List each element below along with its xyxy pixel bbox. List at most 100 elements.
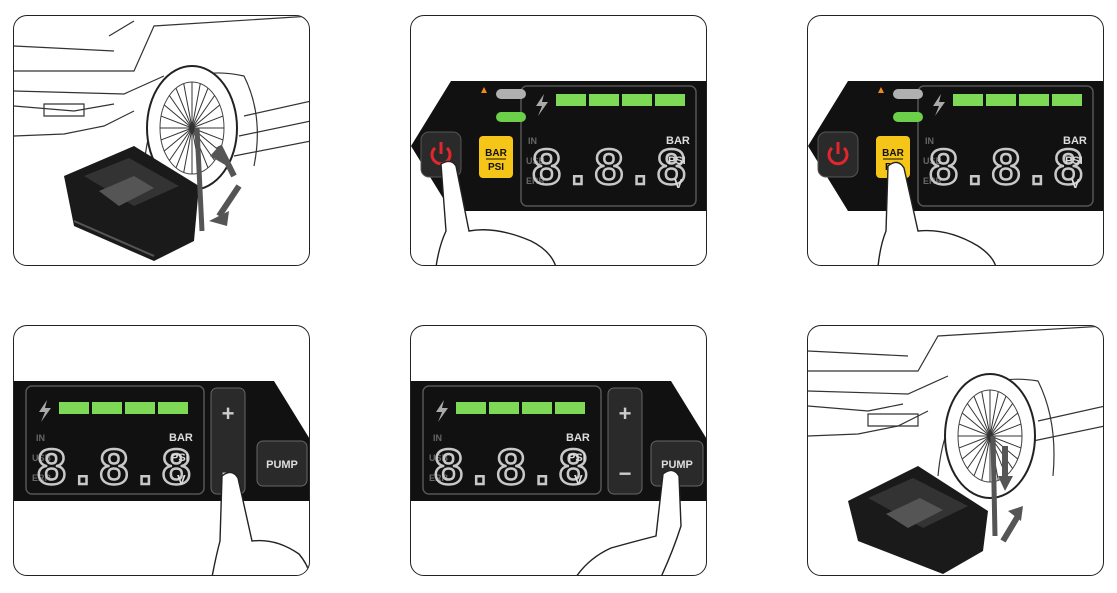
tire-spoke bbox=[191, 83, 201, 129]
tire-spoke bbox=[183, 127, 193, 173]
label-in: IN bbox=[925, 136, 934, 146]
car-tire-inflator-illustration bbox=[808, 326, 1103, 574]
unit-bar-label: BAR bbox=[169, 432, 193, 444]
unit-v-label: V bbox=[574, 472, 583, 487]
label-in: IN bbox=[528, 136, 537, 146]
step-3-unit-panel: BAR PSI IN USB ERR 8.8.8 BAR PSI V bbox=[807, 15, 1104, 266]
tire-spoke bbox=[183, 83, 193, 129]
pump-label: PUMP bbox=[266, 459, 298, 471]
tire-spoke bbox=[175, 127, 193, 169]
tire-spoke bbox=[989, 403, 1014, 437]
label-in: IN bbox=[433, 433, 442, 443]
warning-icon bbox=[481, 87, 487, 93]
inflator-device-icon bbox=[64, 146, 199, 261]
unit-v-label: V bbox=[674, 176, 683, 191]
pump-label: PUMP bbox=[661, 459, 693, 471]
unit-psi-label: PSI bbox=[171, 452, 189, 464]
unit-psi-label: PSI bbox=[668, 155, 686, 167]
unit-bar-label: BAR bbox=[566, 432, 590, 444]
control-panel-illustration: BAR PSI IN USB ERR 8.8.8 BAR PSI V bbox=[411, 81, 706, 265]
digit-display: 8.8.8 bbox=[433, 441, 589, 500]
control-panel-illustration: IN USB ERR 8.8.8 BAR PSI V + − PUMP bbox=[411, 381, 706, 575]
step-5-pump-panel: IN USB ERR 8.8.8 BAR PSI V + − PUMP bbox=[410, 325, 707, 576]
label-usb: USB bbox=[526, 156, 546, 166]
minus-button[interactable]: − bbox=[619, 461, 632, 486]
label-usb: USB bbox=[429, 453, 449, 463]
charging-icon bbox=[933, 94, 945, 116]
unit-label-bar: BAR bbox=[485, 148, 507, 159]
label-err: ERR bbox=[526, 176, 546, 186]
status-led-grey bbox=[893, 89, 923, 99]
status-led-green bbox=[893, 112, 923, 122]
tire-spoke bbox=[989, 395, 1007, 437]
pump-button[interactable] bbox=[256, 440, 308, 487]
tire-spoke bbox=[981, 391, 991, 437]
unit-bar-label: BAR bbox=[1063, 135, 1087, 147]
tire-spoke bbox=[163, 127, 193, 152]
tire-spoke bbox=[191, 95, 216, 129]
tire-spoke bbox=[191, 104, 221, 129]
finger-icon bbox=[877, 161, 997, 265]
tire-spoke bbox=[168, 95, 193, 129]
status-led-green bbox=[496, 112, 526, 122]
digit-display: 8.8.8 bbox=[531, 141, 687, 200]
finger-icon bbox=[211, 471, 309, 575]
unit-button[interactable] bbox=[479, 136, 513, 178]
charging-icon bbox=[536, 94, 548, 116]
tire-spoke bbox=[958, 435, 991, 449]
power-icon bbox=[827, 142, 849, 166]
tire-icon bbox=[944, 373, 1036, 499]
battery-bar bbox=[556, 94, 685, 106]
charging-icon bbox=[436, 400, 448, 422]
battery-bar bbox=[59, 402, 188, 414]
unit-bar-label: BAR bbox=[666, 135, 690, 147]
unit-psi-label: PSI bbox=[568, 452, 586, 464]
tire-spoke bbox=[175, 87, 193, 129]
power-button[interactable] bbox=[817, 131, 859, 178]
status-led-grey bbox=[496, 89, 526, 99]
label-usb: USB bbox=[923, 156, 943, 166]
finger-icon bbox=[576, 469, 682, 575]
tire-spoke bbox=[973, 435, 991, 477]
unit-psi-label: PSI bbox=[1065, 155, 1083, 167]
car-tire-inflator-illustration bbox=[14, 16, 309, 261]
tire-spoke bbox=[160, 115, 193, 129]
battery-bar bbox=[456, 402, 585, 414]
label-in: IN bbox=[36, 433, 45, 443]
digit-display: 8.8.8 bbox=[36, 441, 192, 500]
label-err: ERR bbox=[32, 473, 52, 483]
warning-icon bbox=[878, 87, 884, 93]
tire-spoke bbox=[973, 395, 991, 437]
unit-v-label: V bbox=[177, 472, 186, 487]
label-usb: USB bbox=[32, 453, 52, 463]
step-4-minus-panel: IN USB ERR 8.8.8 BAR PSI V + − PUMP bbox=[13, 325, 310, 576]
label-err: ERR bbox=[923, 176, 943, 186]
step-2-power-panel: BAR PSI IN USB ERR 8.8.8 BAR PSI V bbox=[410, 15, 707, 266]
tire-spoke bbox=[989, 412, 1019, 437]
tire-spoke bbox=[191, 87, 209, 129]
tire-spoke bbox=[981, 435, 991, 481]
tire-spoke bbox=[961, 412, 991, 437]
plus-button[interactable]: + bbox=[619, 401, 632, 426]
plus-button[interactable]: + bbox=[222, 401, 235, 426]
tire-spoke bbox=[958, 423, 991, 437]
control-panel-illustration: IN USB ERR 8.8.8 BAR PSI V + − PUMP bbox=[14, 381, 309, 575]
tire-spoke bbox=[989, 423, 1022, 437]
tire-spoke bbox=[191, 115, 224, 129]
tire-spoke bbox=[966, 435, 991, 469]
tire-spoke bbox=[160, 127, 193, 141]
finger-icon bbox=[435, 160, 556, 265]
tire-spoke bbox=[966, 403, 991, 437]
label-err: ERR bbox=[429, 473, 449, 483]
unit-v-label: V bbox=[1071, 176, 1080, 191]
charging-icon bbox=[39, 400, 51, 422]
battery-bar bbox=[953, 94, 1082, 106]
control-panel-illustration: BAR PSI IN USB ERR 8.8.8 BAR PSI V bbox=[808, 81, 1103, 265]
step-1-connect-hose-panel bbox=[13, 15, 310, 266]
inflator-device-icon bbox=[848, 466, 988, 574]
tire-spoke bbox=[168, 127, 193, 161]
tire-spoke bbox=[989, 391, 999, 437]
tire-spoke bbox=[961, 435, 991, 460]
plus-minus-rocker[interactable] bbox=[607, 387, 643, 495]
tire-icon bbox=[146, 65, 238, 191]
